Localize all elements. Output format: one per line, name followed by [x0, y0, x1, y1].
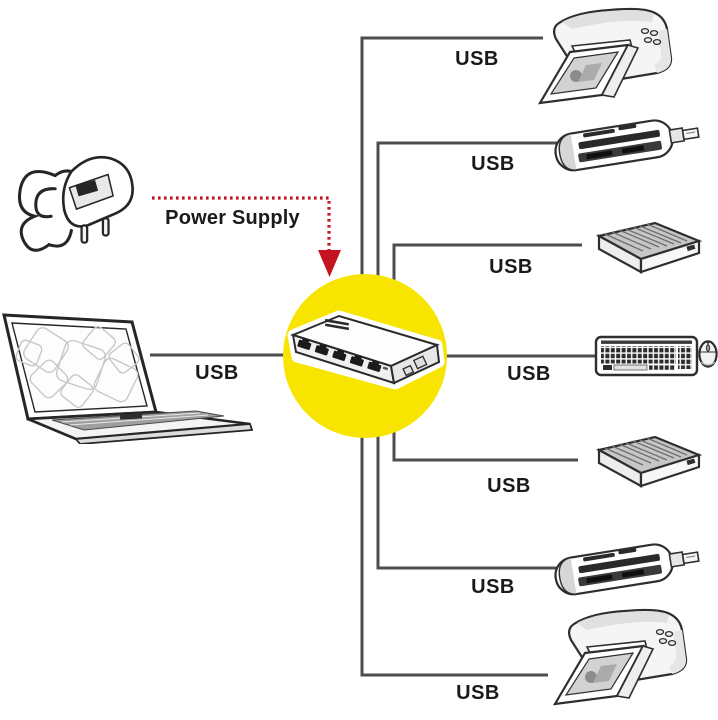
keyboard-mouse-icon: [594, 335, 718, 377]
usb-label-branch-5: USB: [487, 475, 531, 497]
usb-label-branch-3: USB: [489, 256, 533, 278]
power-arrow-head: [318, 250, 341, 277]
usb-label-branch-4: USB: [507, 363, 551, 385]
usb-label-host: USB: [195, 362, 239, 384]
external-drive-icon-bottom: [597, 435, 701, 488]
usb-label-branch-1: USB: [455, 48, 499, 70]
usb-label-branch-7: USB: [456, 682, 500, 704]
connector-branch-printer-bottom: [360, 358, 548, 677]
usb-label-branch-2: USB: [471, 153, 515, 175]
power-adapter-icon: [17, 155, 135, 252]
printer-icon-top: [538, 7, 673, 105]
external-drive-icon-top: [597, 221, 701, 274]
power-supply-label: Power Supply: [165, 207, 300, 229]
power-arrow-dotted-line: [152, 196, 331, 250]
usb-hub-icon: [287, 308, 445, 406]
printer-icon-bottom: [553, 608, 688, 706]
usb-label-branch-6: USB: [471, 576, 515, 598]
card-reader-icon-top: [551, 112, 703, 174]
card-reader-icon-bottom: [551, 536, 703, 598]
connector-branch-printer-top: [360, 36, 543, 353]
